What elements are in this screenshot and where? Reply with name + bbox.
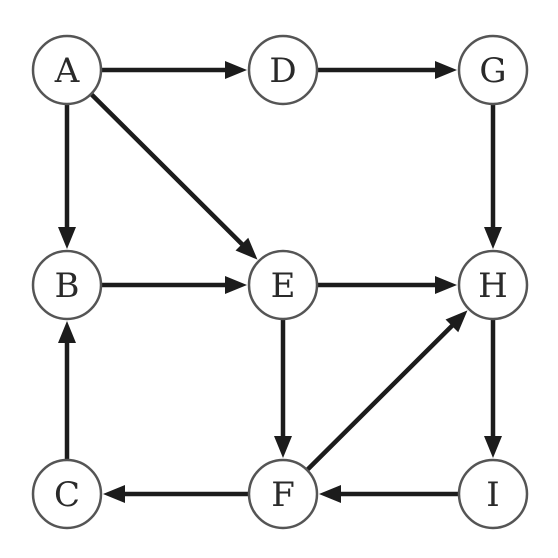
arrowhead — [484, 436, 502, 458]
node-a: A — [31, 34, 103, 106]
arrowhead — [484, 227, 502, 249]
edge-d-to-g — [314, 61, 457, 79]
node-label: B — [55, 266, 80, 306]
node-d: D — [247, 34, 319, 106]
node-circle — [457, 34, 529, 106]
node-c: C — [31, 458, 103, 530]
node-circle — [31, 458, 103, 530]
edge-e-to-h — [314, 276, 457, 294]
edge-a-to-e — [88, 91, 258, 260]
node-label: E — [271, 266, 296, 306]
node-circle — [457, 249, 529, 321]
edge-b-to-e — [98, 276, 247, 294]
arrowhead — [225, 61, 247, 79]
node-label: A — [54, 51, 80, 91]
node-label: H — [478, 266, 508, 306]
arrowhead — [435, 276, 457, 294]
arrowhead — [274, 436, 292, 458]
arrowhead — [435, 61, 457, 79]
arrowhead — [225, 276, 247, 294]
node-label: I — [486, 475, 499, 515]
edge-e-to-f — [274, 316, 292, 458]
edge-g-to-h — [484, 101, 502, 249]
arrowhead — [58, 227, 76, 249]
node-circle — [31, 34, 103, 106]
edge-f-to-h — [304, 310, 468, 473]
node-label: C — [54, 475, 80, 515]
node-h: H — [457, 249, 529, 321]
node-circle — [457, 458, 529, 530]
node-f: F — [247, 458, 319, 530]
node-i: I — [457, 458, 529, 530]
edge-c-to-b — [58, 321, 76, 463]
node-e: E — [247, 249, 319, 321]
edge-f-to-c — [103, 485, 252, 503]
arrowhead — [445, 310, 468, 333]
edge-a-to-d — [98, 61, 247, 79]
node-label: G — [479, 51, 506, 91]
edge-line — [304, 322, 456, 473]
node-circle — [31, 249, 103, 321]
edge-a-to-b — [58, 101, 76, 249]
node-circle — [247, 34, 319, 106]
node-circle — [247, 458, 319, 530]
edge-i-to-f — [319, 485, 462, 503]
edges — [58, 61, 502, 503]
arrowhead — [319, 485, 341, 503]
arrowhead — [103, 485, 125, 503]
node-g: G — [457, 34, 529, 106]
node-label: F — [271, 475, 295, 515]
node-circle — [247, 249, 319, 321]
edge-h-to-i — [484, 316, 502, 458]
edge-line — [88, 91, 246, 248]
arrowhead — [58, 321, 76, 343]
node-label: D — [269, 51, 296, 91]
node-b: B — [31, 249, 103, 321]
arrowhead — [235, 237, 258, 260]
nodes: A D G B E H C F I — [31, 34, 529, 530]
